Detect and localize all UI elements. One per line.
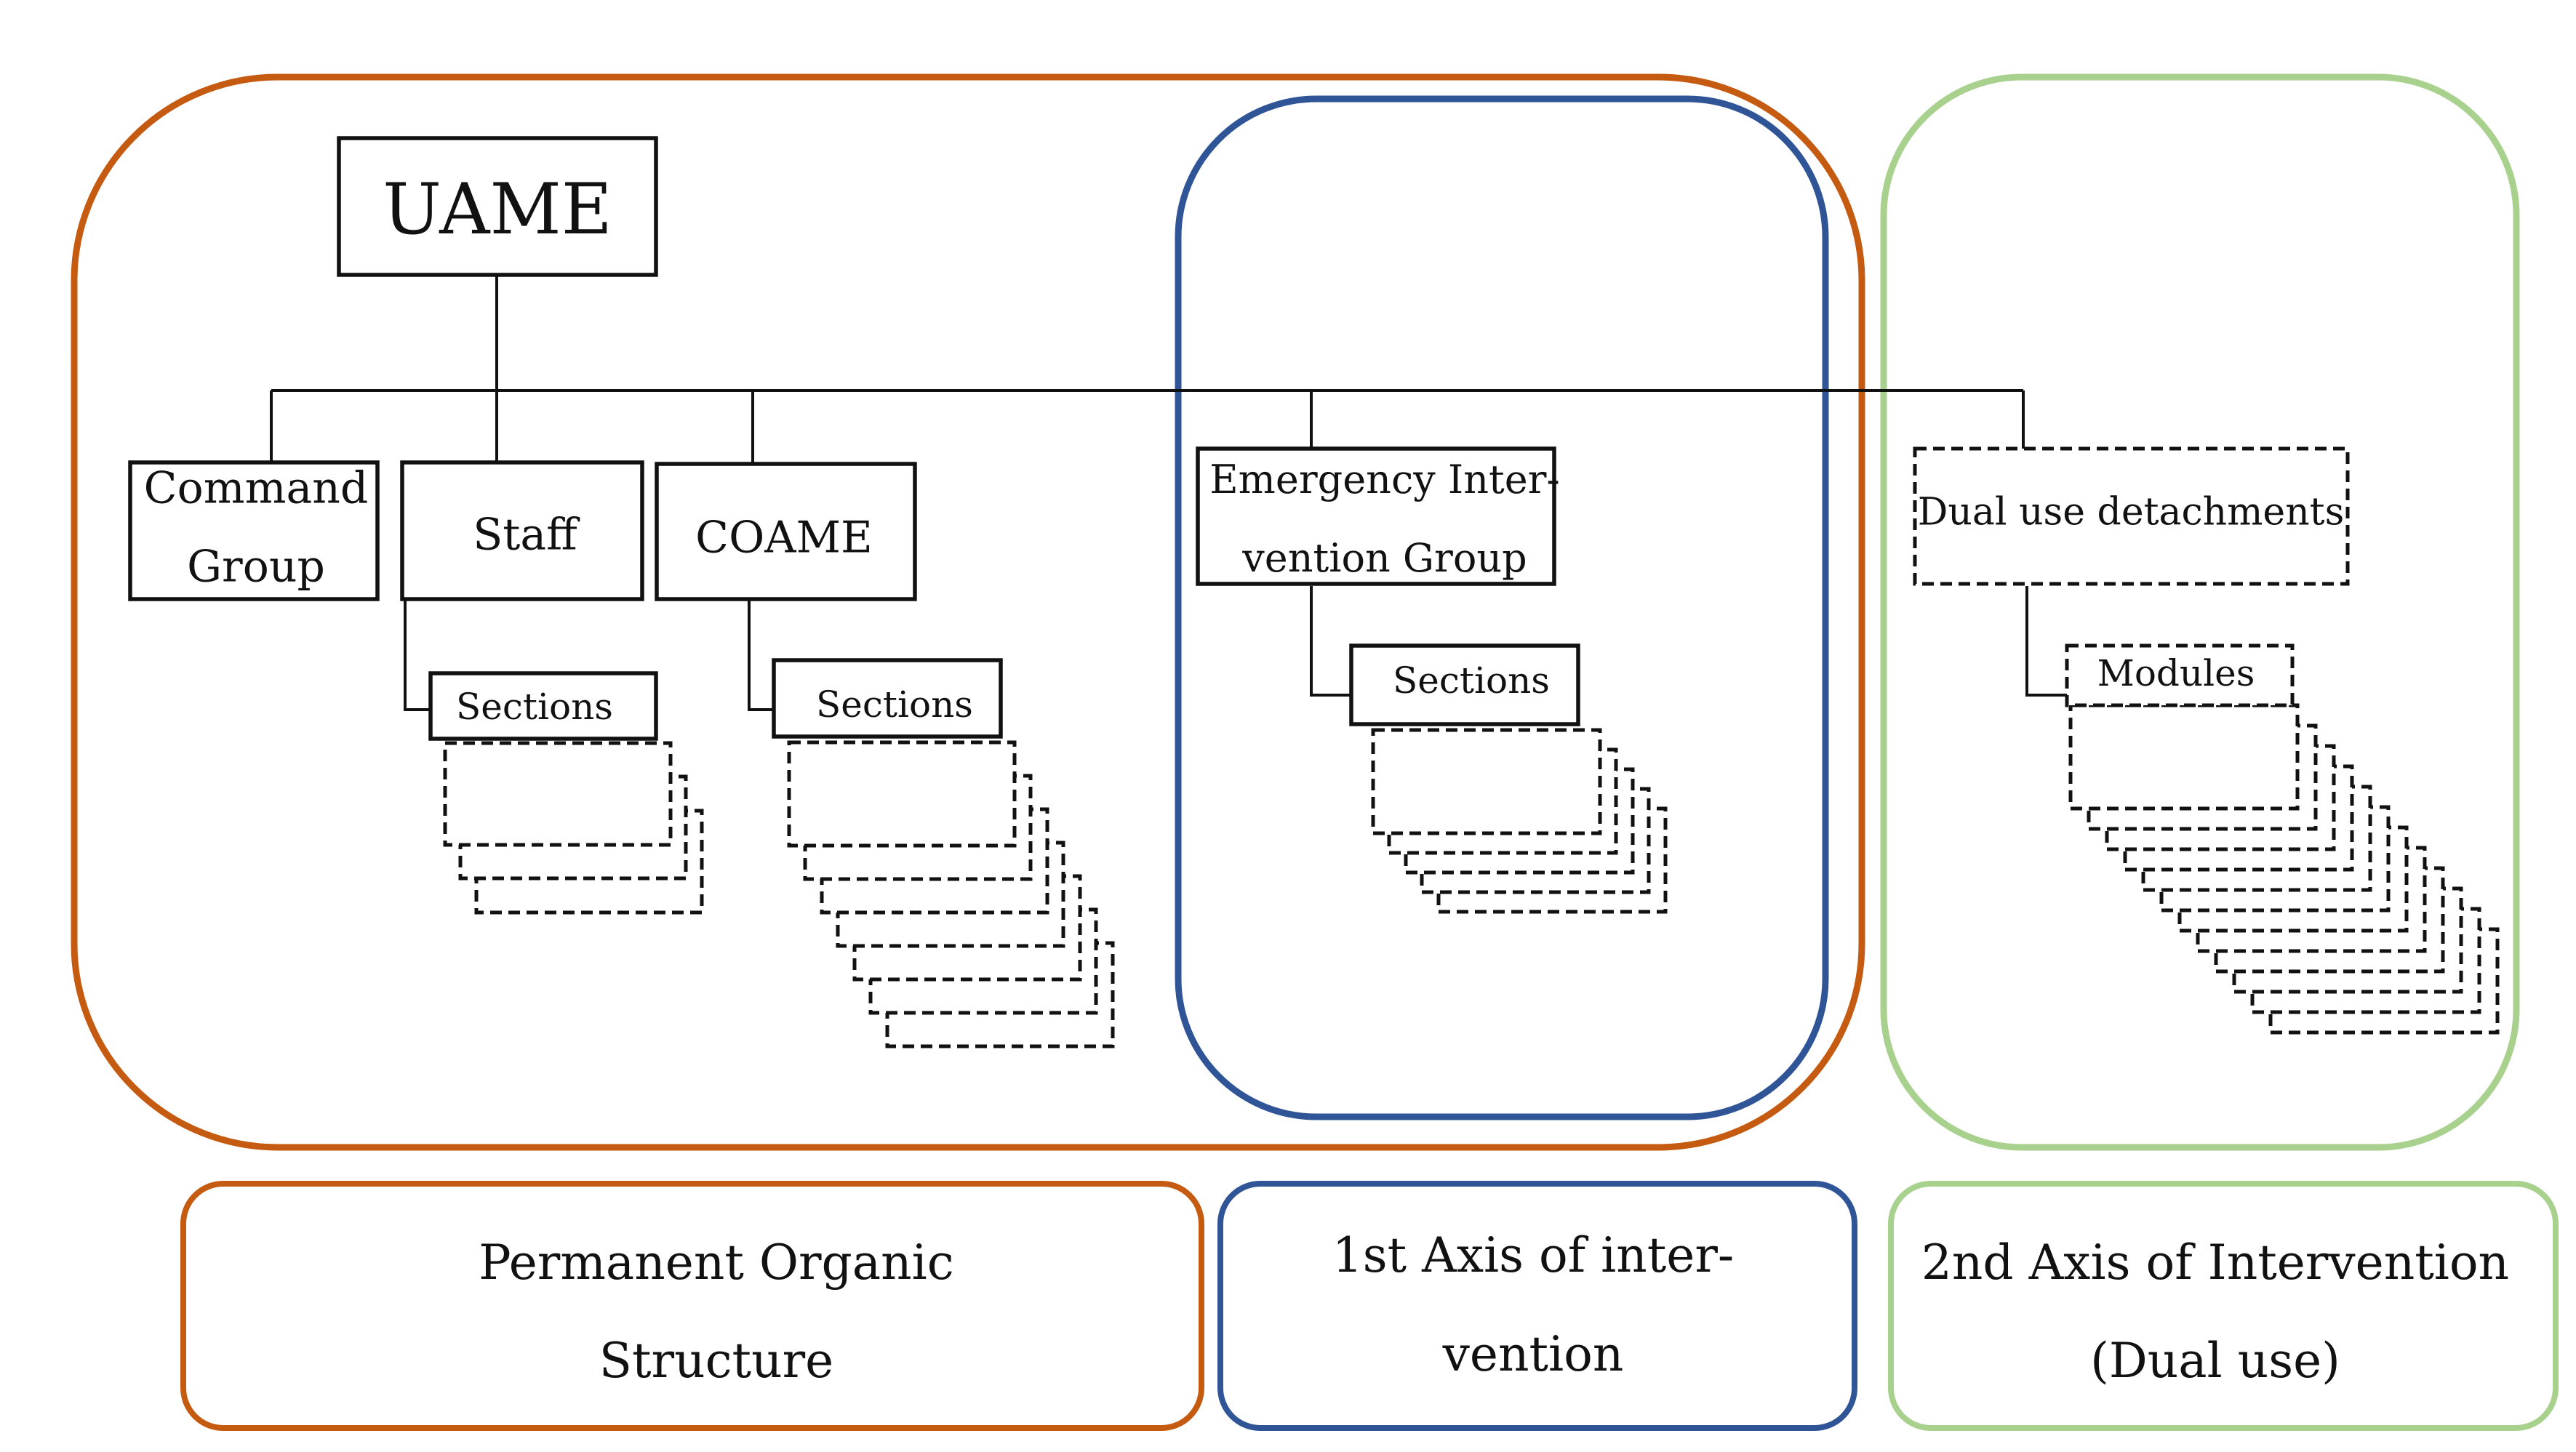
legend-axis1-line2: vention: [1442, 1326, 1624, 1382]
coame-label: COAME: [695, 513, 873, 563]
command-group-label-line2: Group: [187, 542, 325, 593]
module-card: [2068, 703, 2300, 811]
emergency-label-line2: vention Group: [1241, 535, 1527, 581]
axis1-frame: [1175, 95, 1829, 1120]
command-group-label-line1: Command: [144, 463, 369, 514]
emergency-section-card: [1371, 728, 1602, 835]
dual-use-modules-stack: Modules: [2065, 643, 2500, 1035]
dual-use-detachments-label: Dual use detachments: [1918, 491, 2345, 534]
emergency-sections-stack: Sections: [1349, 643, 1668, 914]
legend-axis2-line2: (Dual use): [2090, 1333, 2340, 1389]
legend-permanent-structure: Permanent Organic Structure: [180, 1181, 1204, 1431]
legend-axis2: 2nd Axis of Intervention (Dual use): [1888, 1181, 2559, 1431]
legend-axis2-line1: 2nd Axis of Intervention: [1921, 1235, 2509, 1291]
legend-axis1: 1st Axis of inter- vention: [1217, 1181, 1857, 1431]
legend-axis1-line1: 1st Axis of inter-: [1332, 1227, 1734, 1283]
coame-sections-label: Sections: [816, 683, 973, 726]
staff-label: Staff: [473, 510, 580, 561]
legend-permanent-line2: Structure: [599, 1333, 833, 1389]
emergency-intervention-group-node: Emergency Inter- vention Group: [1196, 446, 1560, 586]
connector-lines: [270, 275, 2067, 711]
staff-section-card: [443, 741, 673, 847]
permanent-structure-frame: [71, 73, 1865, 1151]
emergency-label-line1: Emergency Inter-: [1209, 457, 1559, 502]
axis2-frame: [1880, 73, 2520, 1151]
uame-label: UAME: [383, 169, 612, 250]
emergency-sections-label: Sections: [1393, 659, 1550, 702]
command-group-node: Command Group: [128, 460, 380, 601]
staff-sections-label: Sections: [456, 686, 613, 728]
coame-sections-stack: Sections: [772, 658, 1115, 1048]
coame-node: COAME: [655, 462, 917, 601]
uame-node: UAME: [337, 136, 658, 277]
legend-permanent-line1: Permanent Organic: [479, 1235, 953, 1291]
modules-label: Modules: [2097, 652, 2255, 694]
coame-section-card: [787, 740, 1017, 848]
dual-use-detachments-node: Dual use detachments: [1913, 446, 2350, 586]
staff-sections-stack: Sections: [428, 671, 704, 915]
staff-node: Staff: [400, 460, 644, 601]
